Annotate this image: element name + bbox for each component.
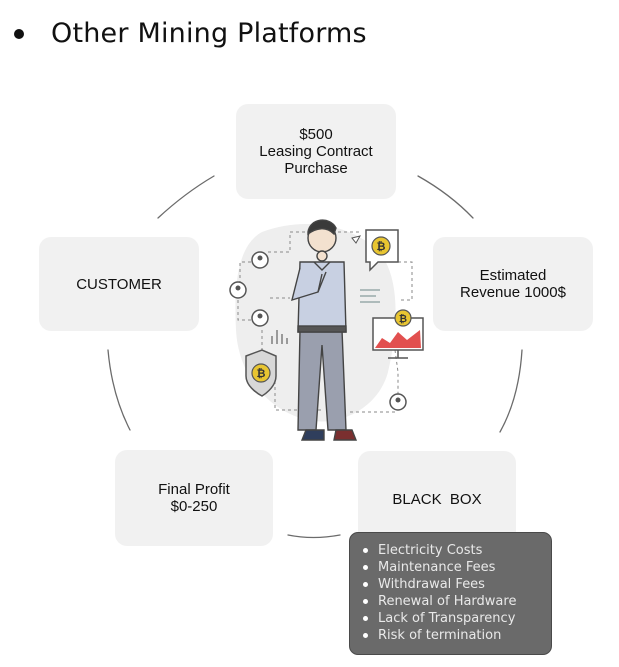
arc-left <box>107 349 131 431</box>
monitor-chart-icon: ₿ <box>372 309 424 359</box>
box-text-line: $500 <box>299 126 333 143</box>
cost-item: Risk of termination <box>362 627 551 644</box>
slide-heading: Other Mining Platforms <box>14 18 367 49</box>
box-text-line: Leasing Contract <box>259 143 373 160</box>
arc-top-right <box>417 175 474 219</box>
shield-icon: ₿ <box>245 349 277 397</box>
box-text-line: Final Profit <box>158 481 230 498</box>
black-box-cost-list: Electricity Costs Maintenance Fees Withd… <box>349 532 552 655</box>
leasing-contract-box: $500 Leasing Contract Purchase <box>236 104 396 199</box>
customer-box: CUSTOMER <box>39 237 199 331</box>
box-text-line: CUSTOMER <box>76 275 162 293</box>
box-text-line: Purchase <box>284 160 348 177</box>
svg-text:₿: ₿ <box>377 240 386 253</box>
box-text-line: BLACK BOX <box>392 490 482 508</box>
cost-item: Lack of Transparency <box>362 610 551 627</box>
box-text-line: Estimated <box>479 267 547 284</box>
bar-chart-icon <box>271 330 288 344</box>
svg-text:₿: ₿ <box>257 367 266 380</box>
slide-title: Other Mining Platforms <box>51 18 367 49</box>
estimated-revenue-box: Estimated Revenue 1000$ <box>433 237 593 331</box>
arc-bottom <box>287 534 341 539</box>
cost-item: Maintenance Fees <box>362 559 551 576</box>
svg-text:₿: ₿ <box>399 313 407 325</box>
cost-item: Withdrawal Fees <box>362 576 551 593</box>
bitcoin-bubble-icon: ₿ <box>351 229 399 272</box>
thinking-man <box>291 219 358 441</box>
final-profit-box: Final Profit $0-250 <box>115 450 273 546</box>
cost-item: Electricity Costs <box>362 542 551 559</box>
bullet-icon <box>14 28 24 39</box>
box-text-line: $0-250 <box>170 498 218 515</box>
black-box: BLACK BOX <box>358 451 516 547</box>
arc-right <box>499 349 523 433</box>
box-text-line: Revenue 1000$ <box>460 284 566 301</box>
cost-item: Renewal of Hardware <box>362 593 551 610</box>
arc-top-left <box>157 175 215 219</box>
